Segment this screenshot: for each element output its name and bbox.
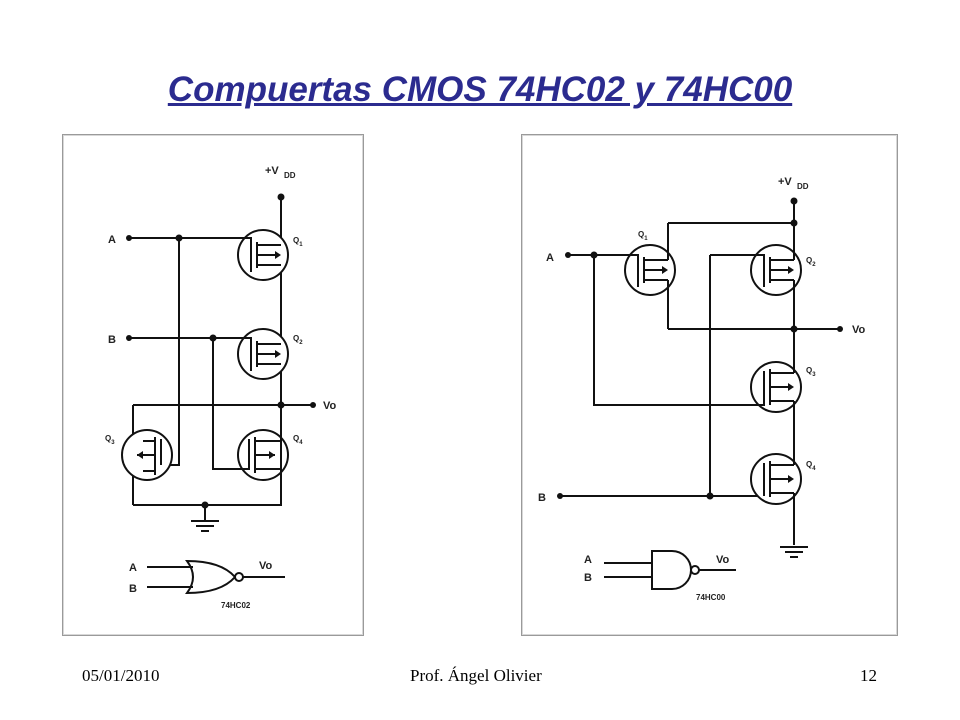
nand-symbol-b-label: B [584,572,592,584]
nor-symbol-a-label: A [129,562,137,574]
nor-q1-label: Q1 [293,236,303,248]
nand-output-terminal [837,326,843,332]
nor-gate-symbol [147,559,285,595]
nand-q3-label: Q3 [806,366,816,378]
nand-schematic-panel: +V DD Q1 Q2 Vo A [521,134,898,636]
nand-schematic: +V DD Q1 Q2 Vo A [538,176,866,602]
nor-schematic-panel: +V DD Vo A B Q1 [62,134,364,636]
nand-input-a-label: A [546,252,554,264]
nor-q2-label: Q2 [293,334,303,346]
nor-input-b-label: B [108,334,116,346]
footer-author: Prof. Ángel Olivier [410,666,542,685]
nor-output-label: Vo [323,400,337,412]
nor-part-number: 74HC02 [221,601,251,610]
nand-vdd-sub: DD [797,182,809,191]
nor-q3-label: Q3 [105,434,115,446]
nor-q4-transistor [237,429,289,481]
nor-vdd-label: +V [265,165,279,177]
nand-symbol-out-label: Vo [716,554,730,566]
nor-a-to-q3-wire [161,238,180,466]
footer-page-number: 12 [860,666,877,685]
nand-q3-transistor [750,361,802,447]
nor-symbol-b-label: B [129,583,137,595]
nor-symbol-out-label: Vo [259,560,273,572]
nand-q2-transistor [710,244,802,329]
nor-q1-transistor [237,229,289,281]
nor-q4-label: Q4 [293,434,303,446]
nand-vdd-label: +V [778,176,792,188]
nand-part-number: 74HC00 [696,593,726,602]
nor-ground-bus [133,405,282,506]
nor-vdd-sub: DD [284,171,296,180]
nor-q2-transistor [237,328,289,380]
nor-schematic: +V DD Vo A B Q1 [105,165,337,610]
nand-symbol-a-label: A [584,554,592,566]
nand-output-label: Vo [852,324,866,336]
footer-date: 05/01/2010 [82,666,160,685]
nor-b-to-q4-wire [212,338,241,470]
nor-q3-transistor [121,429,173,481]
nor-ground-symbol [191,505,219,532]
nand-q4-label: Q4 [806,460,816,472]
nand-a-to-q3-wire [593,255,752,406]
nor-input-a-label: A [108,234,116,246]
nand-top-bus [668,222,795,250]
nand-q1-transistor [624,244,676,329]
nand-input-b-label: B [538,492,546,504]
nand-ground-symbol [780,546,808,558]
nand-q2-label: Q2 [806,256,816,268]
slide-title: Compuertas CMOS 74HC02 y 74HC00 [167,70,793,109]
nand-q4-transistor [750,447,802,545]
nor-output-terminal [310,402,316,408]
nand-gate-symbol [604,550,736,590]
nand-q1-label: Q1 [638,230,648,242]
